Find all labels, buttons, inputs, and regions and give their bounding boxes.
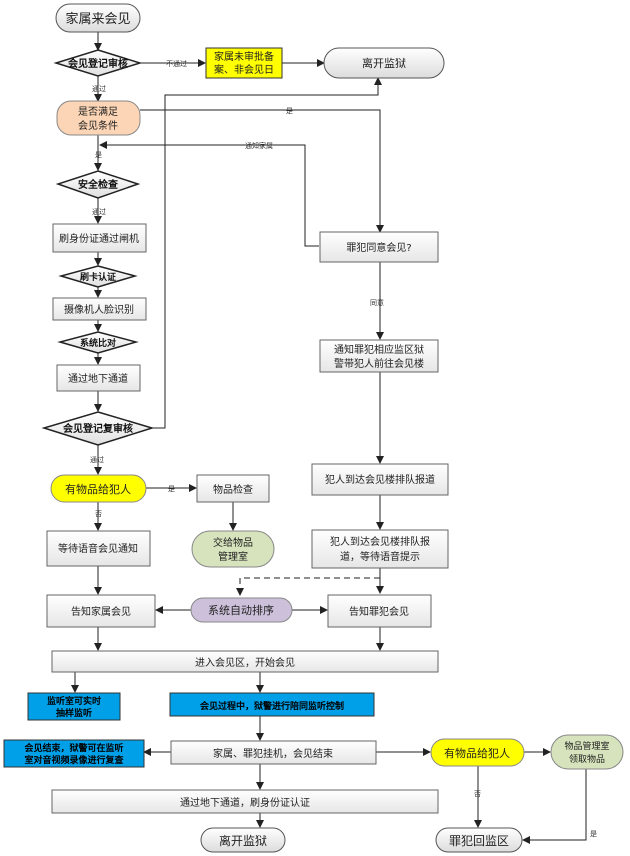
hang-up-box [170,740,377,765]
label-no-1: 否 [95,510,102,518]
start-terminal [55,3,141,33]
tunnel-exit-label: 通过地下通道，刷身份证认证 [180,796,310,809]
card-auth-label: 刷卡认证 [80,271,116,283]
inmate-arrive-label: 犯人到达会见楼排队报道 [325,473,435,486]
after-meeting-line2: 室对音视频录像进行复查 [24,754,124,766]
item-check-label: 物品检查 [213,483,253,496]
label-notify-family: 通知家属 [245,141,273,150]
eligible-node [56,100,141,136]
id-gate-box [52,223,147,253]
item-room-line2: 领取物品 [569,753,605,765]
enter-area-box [51,650,439,673]
monitor-room-box [27,692,121,721]
label-yes-2: 是 [95,151,102,159]
not-approved-line2: 案、非会见日 [214,63,274,76]
inmate-agree-box [319,231,439,263]
item-room-node [550,734,624,770]
leave-bottom-label: 离开监狱 [219,833,267,848]
notify-inmate-box [327,594,432,628]
connectors [71,32,587,844]
deliver-items-line1: 交给物品 [213,536,253,549]
leave-top-label: 离开监狱 [362,56,406,70]
auto-sort-node [190,597,293,623]
during-meeting-label: 会见过程中，狱警进行陪同监听控制 [200,700,344,712]
system-compare-label: 系统比对 [80,337,116,349]
deliver-items-line2: 管理室 [218,550,248,563]
inmate-return-terminal [435,827,523,853]
system-compare-diamond [57,331,139,354]
face-recog-box [52,297,147,321]
not-approved-line1: 家属未审批备 [214,50,274,63]
enter-area-label: 进入会见区，开始会见 [195,656,295,669]
edge-eligible-agree [140,109,384,233]
edge-labels: 不通过 通过 是 通知家属 是 通过 同意 通过 是 否 否 是 [90,59,597,838]
after-meeting-line1: 会见结束，狱警可在监听 [24,742,123,754]
label-yes-3: 是 [168,485,175,493]
label-no-2: 否 [474,790,481,798]
item-check-box [196,474,270,503]
inmate-return-label: 罪犯回监区 [449,834,509,848]
register-review-label: 会见登记审核 [68,57,128,70]
label-agree: 同意 [370,298,384,307]
inmate-arrive-box [311,463,449,496]
notify-prison-line2: 警带犯人前往会见楼 [334,357,424,370]
notify-family-box [46,594,156,628]
not-approved-box [205,47,283,79]
security-check-label: 安全检查 [78,178,119,191]
during-meeting-box [169,692,375,717]
auto-sort-label: 系统自动排序 [208,603,274,617]
label-pass-2: 通过 [92,207,106,216]
tunnel-exit-box [51,789,439,814]
inmate-agree-label: 罪犯同意会见? [346,241,411,254]
register-review-diamond [53,49,143,77]
recheck-label: 会见登记复审核 [63,422,133,435]
label-pass-1: 通过 [92,84,106,93]
after-meeting-box [3,739,145,768]
label-yes-1: 是 [286,107,293,115]
deliver-items-node [191,530,275,568]
has-items-2-label: 有物品给犯人 [444,746,510,760]
edge-recheck-leave [152,77,382,429]
item-room-line1: 物品管理室 [564,740,609,752]
edge-agree-notify [99,141,319,247]
has-items-label: 有物品给犯人 [65,482,131,496]
notify-prison-box [319,339,439,373]
has-items-2-node [430,738,525,767]
wait-voice-label: 等待语音会见通知 [58,542,138,555]
leave-bottom-terminal [200,827,286,853]
card-auth-diamond [58,265,138,288]
recheck-diamond [41,411,155,446]
tunnel-label: 通过地下通道 [68,372,128,385]
hang-up-label: 家属、罪犯挂机，会见结束 [213,747,333,760]
monitor-room-line2: 抽样监听 [56,707,92,719]
id-gate-label: 刷身份证通过闸机 [59,232,139,245]
leave-top-terminal [323,47,445,79]
eligible-line2: 会见条件 [78,119,118,132]
notify-prison-line1: 通知罪犯相应监区狱 [334,343,424,356]
label-not-pass: 不通过 [166,59,187,68]
inmate-wait-box [311,529,449,569]
face-recog-label: 摄像机人脸识别 [64,303,134,316]
eligible-line1: 是否满足 [78,106,118,118]
notify-inmate-label: 告知罪犯会见 [349,605,409,618]
label-pass-3: 通过 [90,455,104,464]
start-label: 家属来会见 [65,11,130,27]
label-yes-4: 是 [590,830,597,838]
wait-voice-box [46,530,151,567]
notify-family-label: 告知家属会见 [71,605,131,618]
security-check-diamond [55,170,141,199]
inmate-wait-line1: 犯人到达会见楼排队报 [330,535,430,548]
monitor-room-line1: 监听室可实时 [47,695,101,707]
has-items-node [50,474,147,503]
tunnel-box [56,364,141,392]
inmate-wait-line2: 道，等待语音提示 [340,550,420,563]
